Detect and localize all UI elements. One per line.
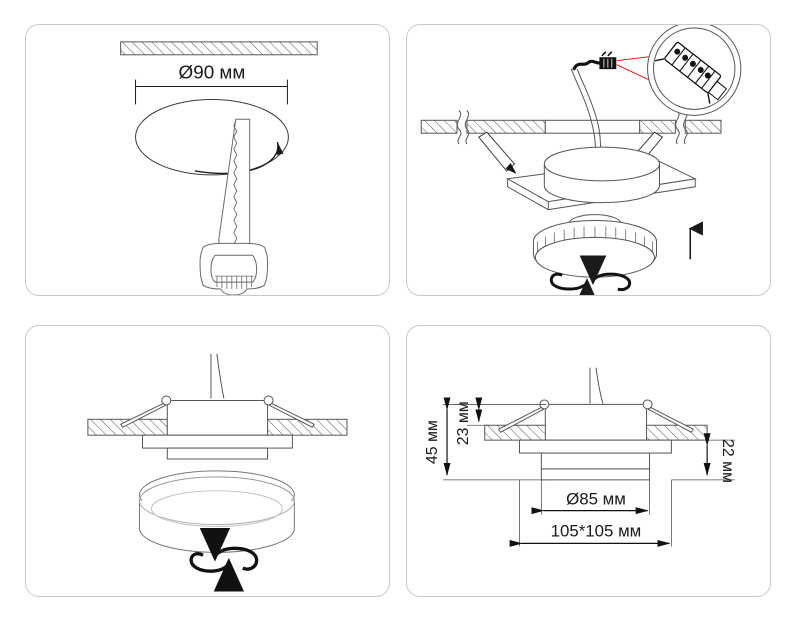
fixture-body-section (166, 399, 269, 436)
supply-wires (210, 353, 225, 399)
gx53-lamp (532, 214, 657, 278)
fixture-body-cylinder (543, 146, 660, 204)
detail-callout-circle (647, 25, 742, 116)
gx53-lamp-disc (139, 470, 295, 553)
mounting-spring-left (119, 395, 172, 428)
callout-leader-line (616, 56, 649, 81)
rotation-arrow (194, 141, 284, 175)
break-line-left (456, 110, 470, 145)
panel-connect-wiring-and-insert (406, 24, 771, 296)
terminal-block-connector (599, 51, 617, 70)
fixture-body-section (544, 403, 648, 441)
hole-ellipse (135, 98, 289, 176)
mounting-spring-left (478, 131, 517, 174)
panel-cut-ceiling-hole: Ø90 мм (25, 24, 390, 296)
dimension-label-45: 45 мм (424, 420, 441, 464)
hole-diameter-label: Ø90 мм (179, 62, 246, 83)
twist-rotation-arrow (549, 255, 632, 295)
supply-wires (589, 367, 604, 404)
ceiling-section-hatch (87, 418, 348, 436)
break-line-right (675, 110, 688, 145)
lamp-holder-section (519, 439, 672, 481)
dimension-label-23: 23 мм (455, 401, 472, 445)
ceiling-hatch-band (120, 41, 318, 56)
dimension-label-85: Ø85 мм (566, 490, 626, 509)
keyhole-saw (199, 118, 269, 295)
wire-cable (572, 59, 604, 71)
hole-diameter-dimension (135, 79, 288, 105)
panel-dimensions: 45 мм 23 мм 22 мм Ø85 мм 105*105 мм (406, 325, 771, 597)
dimension-label-22: 22 мм (719, 439, 736, 483)
dimension-label-105: 105*105 мм (551, 521, 642, 540)
panel-installed-fixture-and-lamp (25, 325, 390, 597)
mounting-spring-right (642, 399, 694, 433)
lamp-holder-section (141, 434, 293, 460)
twist-rotation-arrow (189, 527, 259, 592)
dimension-extension-lines (443, 404, 735, 547)
mounting-spring-right (263, 395, 315, 428)
